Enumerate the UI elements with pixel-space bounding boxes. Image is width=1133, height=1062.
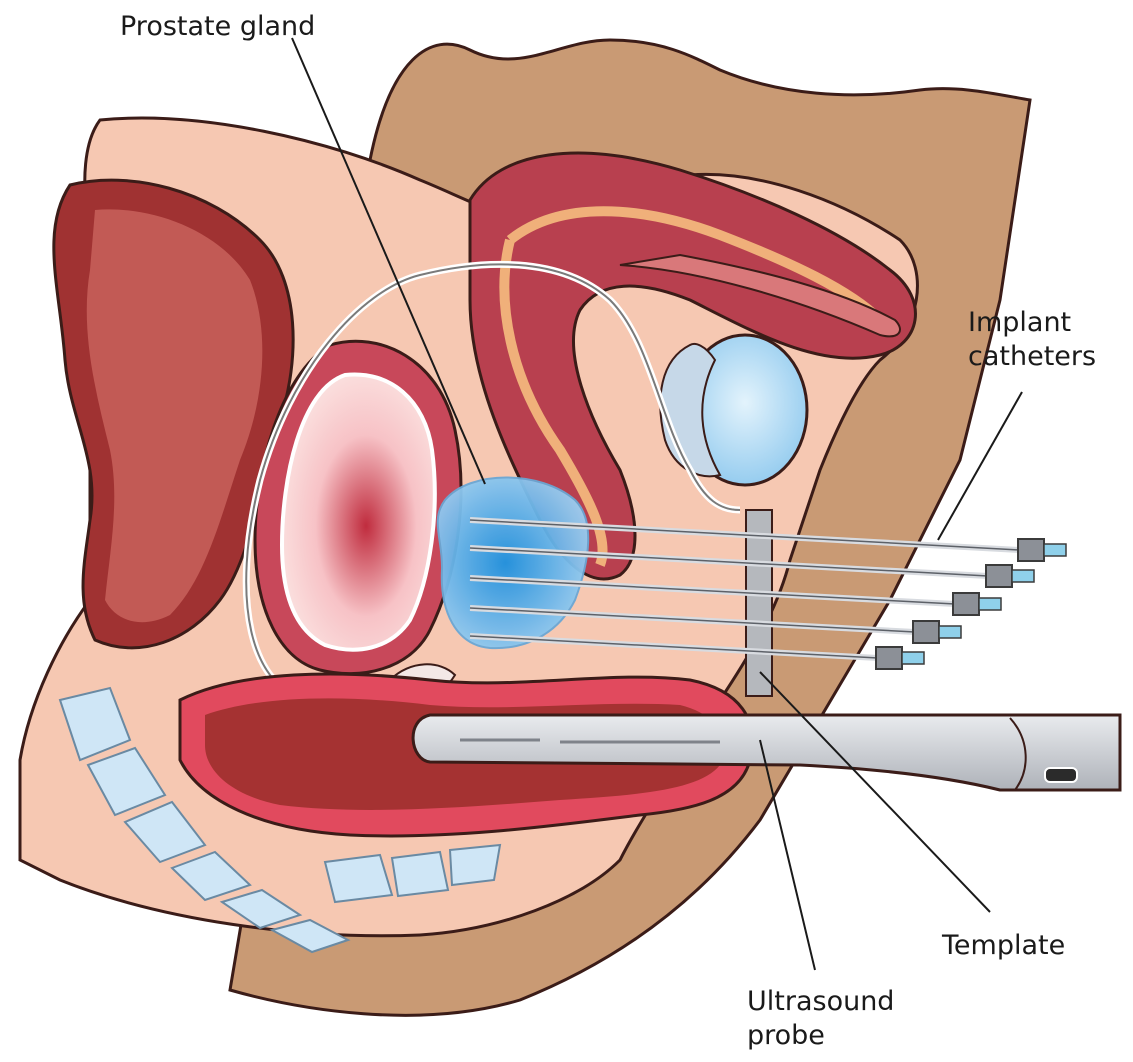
catheter-tip (979, 598, 1001, 610)
catheter-hub (953, 593, 979, 615)
catheter-tip (1012, 570, 1034, 582)
ultrasound-probe-label-line1: Ultrasound (747, 985, 894, 1019)
implant-catheters-label-line2: catheters (968, 340, 1096, 374)
probe-button (1045, 768, 1077, 782)
catheter-tip (902, 652, 924, 664)
prostate-gland-label: Prostate gland (120, 10, 315, 44)
template-leader-line (760, 672, 990, 912)
catheter-tip (1044, 544, 1066, 556)
catheter-hub (913, 621, 939, 643)
bladder-lumen (282, 374, 435, 649)
catheter-hub (1018, 539, 1044, 561)
ultrasound-probe-label-line2: probe (747, 1019, 825, 1053)
catheter-hub (876, 647, 902, 669)
catheter-hub (986, 565, 1012, 587)
template-label: Template (942, 929, 1065, 963)
catheter-tip (939, 626, 961, 638)
implant-catheters-label-line1: Implant (968, 306, 1071, 340)
